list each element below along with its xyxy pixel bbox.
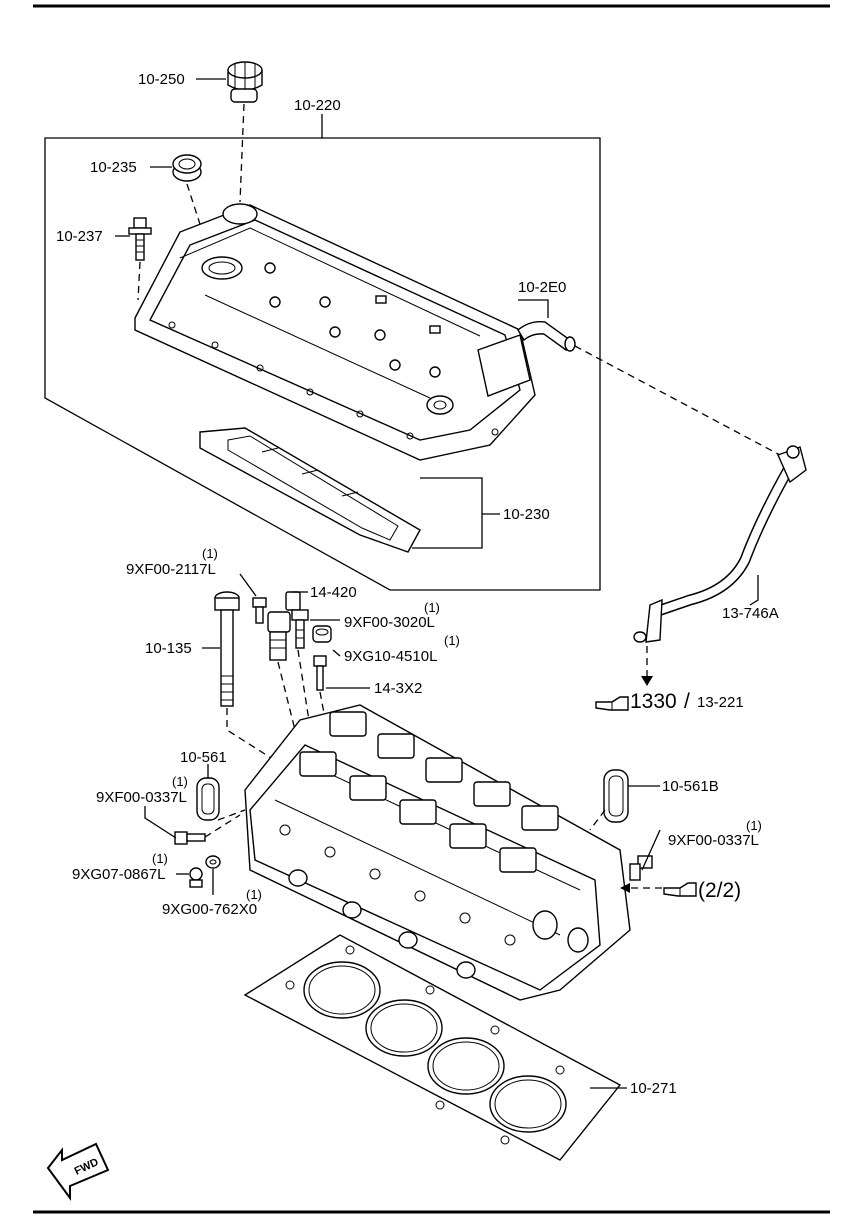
label-washer-4510: 9XG10-4510L <box>344 648 437 665</box>
label-gasket-561b: 10-561B <box>662 778 719 795</box>
leader-washer-4510 <box>332 649 341 657</box>
leader-bolt-0337-right <box>641 829 661 871</box>
leader-hose <box>518 299 549 318</box>
ref-page[interactable]: (2/2) <box>698 879 741 902</box>
bracket-cover-gasket <box>412 477 483 549</box>
dash-cover-bolt <box>137 261 141 301</box>
cover-gasket[interactable] <box>199 427 421 553</box>
ref-1330-sub[interactable]: 13-221 <box>697 694 744 711</box>
head-gasket[interactable] <box>243 934 622 1161</box>
label-cover-gasket: 10-230 <box>503 506 550 523</box>
label-bolt-3020: 9XF00-3020L <box>344 614 435 631</box>
head-bolt[interactable] <box>214 591 240 707</box>
label-bolt-0337-right: 9XF00-0337L <box>668 832 759 849</box>
arrow-vent-hose <box>641 676 653 686</box>
washer-762[interactable] <box>205 855 221 869</box>
cylinder-head[interactable] <box>244 704 631 1001</box>
seal-ring[interactable] <box>172 154 202 182</box>
qty-bolt-0337-left: (1) <box>172 774 188 789</box>
leader-bolt-0337-left <box>144 806 177 839</box>
qty-washer-762: (1) <box>246 887 262 902</box>
ventilation-hose[interactable] <box>633 445 807 643</box>
label-seal: 10-235 <box>90 159 137 176</box>
label-oil-filler-cap: 10-250 <box>138 71 185 88</box>
bolt-2117[interactable] <box>252 597 267 624</box>
ref-1330-sep: / <box>684 690 690 713</box>
label-vent-hose: 13-746A <box>722 605 779 622</box>
label-bolt-0337-left: 9XF00-0337L <box>96 789 187 806</box>
label-cover-bolt: 10-237 <box>56 228 103 245</box>
gasket-561[interactable] <box>196 777 220 821</box>
label-washer-762: 9XG00-762X0 <box>162 901 257 918</box>
qty-bolt-3020: (1) <box>424 600 440 615</box>
cover-bolt[interactable] <box>128 217 152 261</box>
dash-gasket-561b <box>589 809 606 831</box>
label-head-gasket: 10-271 <box>630 1080 677 1097</box>
bolt-3020[interactable] <box>291 609 309 649</box>
arrow-ref-page <box>620 883 630 893</box>
dash-oil-cap <box>239 103 245 203</box>
ref-1330-main[interactable]: 1330 <box>630 690 677 713</box>
pointing-hand-icon[interactable] <box>595 696 629 711</box>
qty-bolt-0337-right: (1) <box>746 818 762 833</box>
breather-hose[interactable] <box>517 320 576 352</box>
label-plug-0867: 9XG07-0867L <box>72 866 165 883</box>
plug-0867[interactable] <box>189 867 203 888</box>
label-stud: 14-3X2 <box>374 680 422 697</box>
label-sensor: 14-420 <box>310 584 357 601</box>
leader-vent-hose <box>749 575 759 606</box>
label-bolt-2117: 9XF00-2117L <box>126 561 216 578</box>
gasket-561b[interactable] <box>603 769 629 823</box>
bolt-0337-left[interactable] <box>174 831 206 845</box>
label-gasket-561: 10-561 <box>180 749 227 766</box>
stud-14-3x2[interactable] <box>313 655 327 691</box>
label-head-bolt: 10-135 <box>145 640 192 657</box>
cover-assembly-box <box>44 137 601 591</box>
bolt-0337-right[interactable] <box>629 855 653 881</box>
label-cylinder-head-cover: 10-220 <box>294 97 341 114</box>
pointing-hand-icon[interactable] <box>663 882 697 897</box>
oil-control-valve[interactable] <box>267 591 301 661</box>
fwd-arrow-icon: FWD <box>46 1142 110 1202</box>
qty-plug-0867: (1) <box>152 851 168 866</box>
dash-gasket-561 <box>217 809 246 821</box>
label-breather-hose: 10-2E0 <box>518 279 566 296</box>
cylinder-head-cover[interactable] <box>134 203 536 461</box>
dash-bolt-0337-left <box>204 814 241 838</box>
leader-bolt-2117 <box>239 573 257 597</box>
dash-breather <box>574 345 781 456</box>
oil-filler-cap[interactable] <box>227 61 263 103</box>
qty-bolt-2117: (1) <box>202 546 218 561</box>
qty-washer-4510: (1) <box>444 633 460 648</box>
washer-4510[interactable] <box>312 625 332 643</box>
